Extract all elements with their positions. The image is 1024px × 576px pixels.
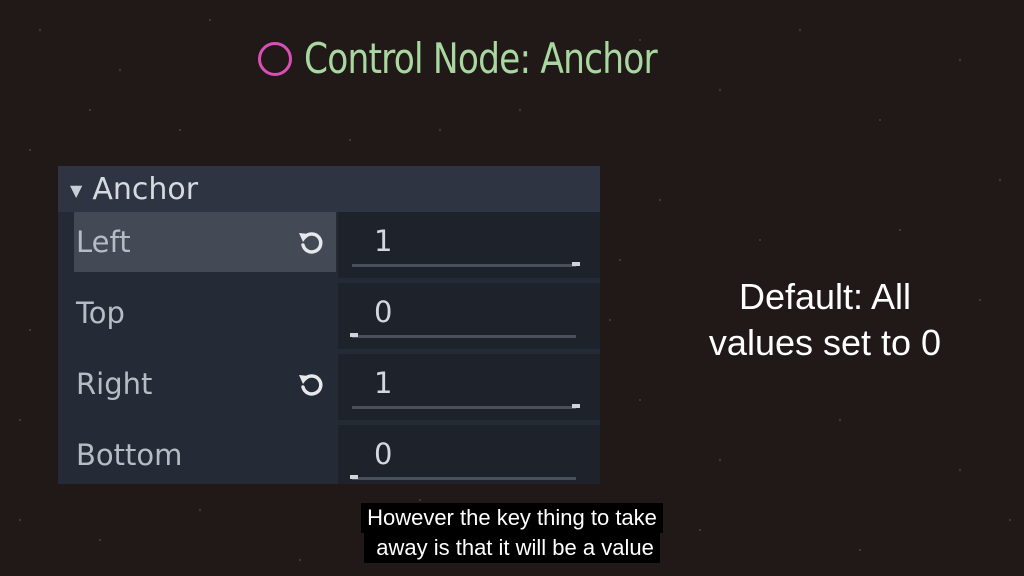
property-label: Left — [76, 225, 131, 259]
caption-line: However the key thing to take — [361, 503, 663, 533]
inspector-panel: ▼ Anchor Left 1 Top 0 Right — [58, 166, 600, 484]
slider-handle[interactable] — [350, 475, 358, 479]
property-value: 1 — [374, 224, 393, 258]
reset-icon[interactable] — [296, 370, 326, 400]
property-label-box[interactable]: Bottom — [74, 425, 336, 484]
slider-track — [352, 264, 576, 267]
property-label-box[interactable]: Left — [74, 212, 336, 272]
note-line: Default: All — [738, 276, 912, 317]
property-row-left: Left 1 — [58, 212, 600, 278]
property-row-bottom: Bottom 0 — [58, 425, 600, 484]
section-label: Anchor — [92, 171, 199, 207]
chevron-down-icon[interactable]: ▼ — [70, 180, 83, 200]
note-line: values set to 0 — [708, 322, 942, 363]
slider-track — [352, 406, 576, 409]
property-label-box[interactable]: Right — [74, 354, 336, 414]
anchor-section-header[interactable]: ▼ Anchor — [58, 166, 600, 212]
property-label: Right — [76, 367, 153, 401]
property-row-right: Right 1 — [58, 354, 600, 420]
slider-track — [352, 335, 576, 338]
value-slider[interactable]: 0 — [338, 425, 600, 484]
property-label-box[interactable]: Top — [74, 283, 336, 343]
property-value: 0 — [374, 295, 393, 329]
property-label: Top — [76, 296, 125, 330]
reset-icon[interactable] — [296, 228, 326, 258]
slide-title: Control Node: Anchor — [304, 33, 658, 83]
value-slider[interactable]: 1 — [338, 212, 600, 278]
property-label: Bottom — [76, 438, 183, 472]
property-value: 1 — [374, 366, 393, 400]
slider-handle[interactable] — [350, 333, 358, 337]
value-slider[interactable]: 1 — [338, 354, 600, 420]
slider-handle[interactable] — [572, 262, 580, 266]
value-slider[interactable]: 0 — [338, 283, 600, 349]
slide-title-row: Control Node: Anchor — [258, 18, 734, 98]
property-row-top: Top 0 — [58, 283, 600, 349]
default-note: Default: All values set to 0 — [690, 274, 960, 366]
slider-handle[interactable] — [572, 404, 580, 408]
caption-line: away is that it will be a value — [364, 533, 660, 563]
property-value: 0 — [374, 437, 393, 471]
bullet-circle-icon — [258, 42, 292, 76]
slider-track — [352, 477, 576, 480]
subtitles: However the key thing to take away is th… — [0, 503, 1024, 563]
